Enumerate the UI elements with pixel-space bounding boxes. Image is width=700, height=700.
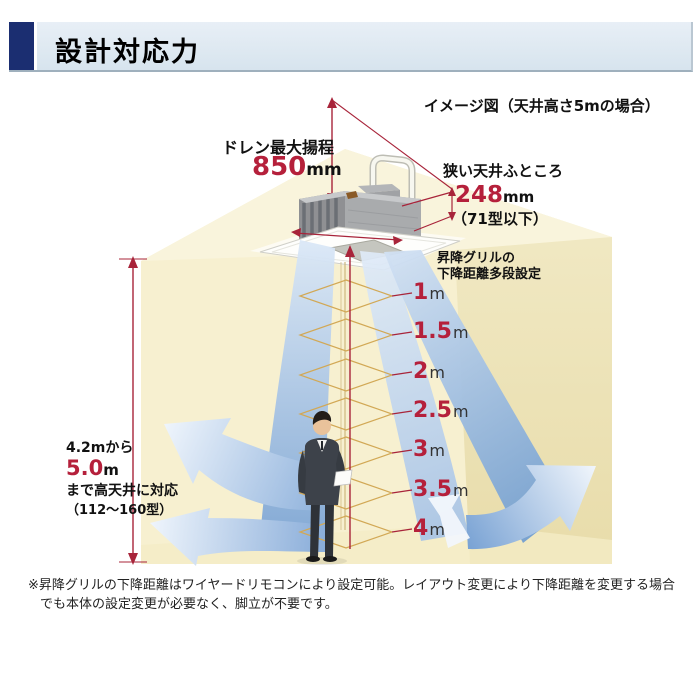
- airflow-arrow-right: [466, 465, 596, 550]
- airflow-stream-right-outer: [384, 250, 569, 543]
- airflow-arrow-upper-left: [164, 418, 324, 511]
- distance-label-1m: 1m: [413, 280, 445, 305]
- paper: [333, 469, 353, 487]
- person: [297, 411, 353, 565]
- header-accent-block: [9, 22, 37, 70]
- distance-label-1-5m: 1.5m: [413, 319, 469, 344]
- ceiling-space-unit: mm: [503, 188, 535, 206]
- distance-label-2m: 2m: [413, 359, 445, 384]
- grille-setting-note: 昇降グリルの 下降距離多段設定: [437, 251, 541, 283]
- grille-note-line2: 下降距離多段設定: [437, 267, 542, 282]
- drain-fitting: [346, 191, 358, 199]
- ceiling-space-label: 狭い天井ふところ: [443, 162, 564, 180]
- distance-label-3-5m: 3.5m: [413, 477, 469, 502]
- dimension-height-left: [119, 256, 147, 565]
- airflow-arrow-small: [428, 494, 470, 548]
- distance-label-3m: 3m: [413, 437, 445, 462]
- drain-pipe: [369, 154, 416, 213]
- footnote-line1: ※昇降グリルの下降距離はワイヤードリモコンにより設定可能。レイアウト変更により下…: [28, 578, 675, 593]
- panel-width-arrow: [291, 228, 403, 245]
- height-range-note: 4.2mから 5.0m まで高天井に対応 （112～160型）: [66, 438, 178, 521]
- ceiling-space-value: 248mm: [455, 182, 534, 208]
- drain-lift-unit: mm: [306, 160, 342, 180]
- footnote: ※昇降グリルの下降距離はワイヤードリモコンにより設定可能。レイアウト変更により下…: [28, 576, 675, 614]
- diagram-caption: イメージ図（天井高さ5mの場合）: [424, 97, 660, 115]
- height-range-value: 5.0m: [66, 456, 119, 480]
- grille-note-line1: 昇降グリルの: [437, 251, 516, 266]
- airflow-arrow-lower-left: [150, 508, 332, 566]
- height-range-line1: 4.2mから: [66, 440, 134, 456]
- measure-line-center: [345, 245, 355, 549]
- distance-label-2-5m: 2.5m: [413, 398, 469, 423]
- distance-leader-lines: [391, 292, 413, 533]
- airflow-stream-right-inner: [360, 251, 468, 541]
- height-range-line3: （112～160型）: [66, 503, 173, 518]
- height-range-line2: まで高天井に対応: [66, 483, 178, 499]
- page-title: 設計対応力: [55, 37, 200, 68]
- distance-label-4m: 4m: [413, 516, 445, 541]
- drain-lift-value: 850mm: [252, 152, 342, 182]
- section-header: 設計対応力: [9, 22, 693, 72]
- ceiling-space-note: （71型以下）: [452, 210, 548, 228]
- airflow-streams: [150, 240, 596, 566]
- footnote-line2: でも本体の設定変更が必要なく、脚立が不要です。: [40, 597, 338, 612]
- drain-lift-label: ドレン最大揚程: [222, 138, 335, 157]
- drain-lift-number: 850: [252, 152, 307, 182]
- dimension-ceiling-248: [401, 187, 456, 232]
- ceiling-space-number: 248: [455, 182, 504, 208]
